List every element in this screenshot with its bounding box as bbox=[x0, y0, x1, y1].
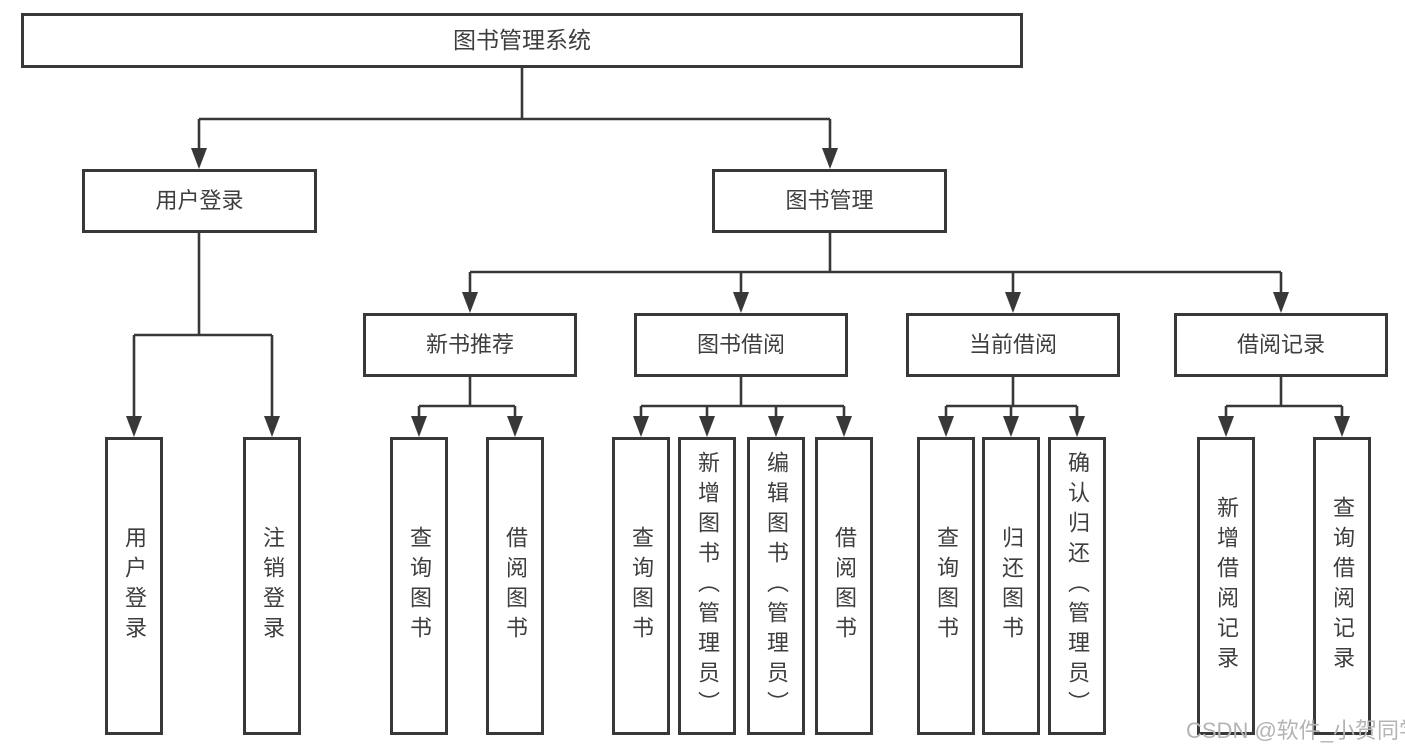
leaf-edit-books-admin: 编辑图书（管理员） bbox=[747, 437, 805, 735]
leaf-query-books-borrowing: 查询图书 bbox=[612, 437, 670, 735]
node-user-login: 用户登录 bbox=[82, 169, 317, 233]
leaf-borrow-books-borrowing: 借阅图书 bbox=[815, 437, 873, 735]
node-new-book-recommendation: 新书推荐 bbox=[363, 313, 577, 377]
leaf-logout: 注销登录 bbox=[243, 437, 301, 735]
leaf-return-books: 归还图书 bbox=[982, 437, 1040, 735]
node-library-management-system: 图书管理系统 bbox=[21, 13, 1023, 68]
node-borrowing-records: 借阅记录 bbox=[1174, 313, 1388, 377]
node-current-borrowing: 当前借阅 bbox=[906, 313, 1120, 377]
leaf-add-books-admin: 新增图书（管理员） bbox=[678, 437, 736, 735]
leaf-add-borrow-record: 新增借阅记录 bbox=[1197, 437, 1255, 735]
node-book-borrowing: 图书借阅 bbox=[634, 313, 848, 377]
node-book-management: 图书管理 bbox=[712, 169, 947, 233]
leaf-borrow-books-recommend: 借阅图书 bbox=[486, 437, 544, 735]
leaf-confirm-return-admin: 确认归还（管理员） bbox=[1048, 437, 1106, 735]
leaf-query-books-current: 查询图书 bbox=[917, 437, 975, 735]
watermark: CSDN @软件_小贺同学 bbox=[1186, 718, 1405, 743]
leaf-query-borrow-record: 查询借阅记录 bbox=[1313, 437, 1371, 735]
leaf-user-login: 用户登录 bbox=[105, 437, 163, 735]
leaf-query-books-recommend: 查询图书 bbox=[390, 437, 448, 735]
